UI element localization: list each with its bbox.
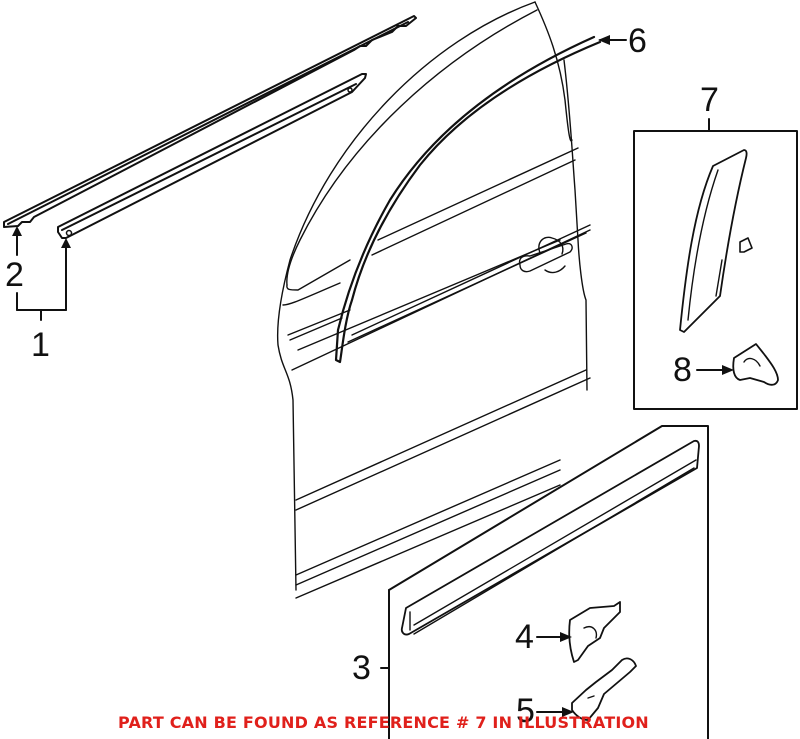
- arrow-head-1: [61, 238, 71, 248]
- door-panel: [276, 1, 591, 599]
- part-6-frame-molding: [334, 35, 602, 364]
- part-3-box: [380, 425, 709, 739]
- callout-4: 4: [515, 618, 534, 656]
- callout-8: 8: [673, 351, 692, 389]
- callout-7: 7: [700, 81, 719, 119]
- callout-3: 3: [352, 649, 371, 687]
- callout-5: 5: [516, 692, 535, 730]
- arrow-head-8: [722, 365, 734, 375]
- part-7-box: [633, 118, 798, 410]
- part-1-inner-belt-molding: [57, 73, 367, 239]
- arrow-head-5: [562, 707, 574, 717]
- reference-notice: PART CAN BE FOUND AS REFERENCE # 7 IN IL…: [118, 713, 649, 732]
- callout-2: 2: [5, 256, 24, 294]
- arrow-head-2: [12, 226, 22, 236]
- part-2-belt-weatherstrip: [3, 15, 417, 228]
- arrow-head-4: [560, 632, 572, 642]
- callout-leaders-1-2: [16, 231, 67, 321]
- callout-6: 6: [628, 22, 647, 60]
- arrow-head-6: [598, 35, 610, 45]
- callout-1: 1: [31, 326, 50, 364]
